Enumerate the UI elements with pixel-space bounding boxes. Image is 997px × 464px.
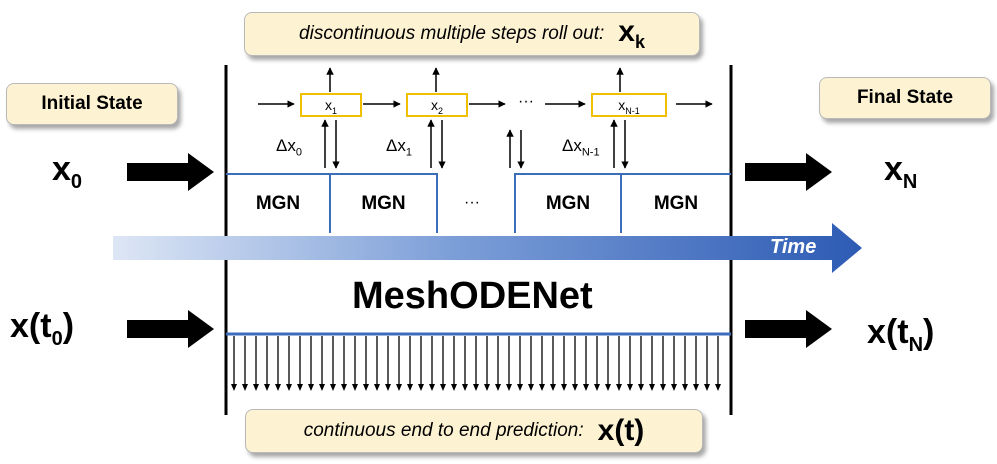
down-arrow-head-9 [330,384,336,391]
down-arrow-head-19 [440,384,446,391]
mgn-block-group [226,173,731,233]
down-arrow-head-13 [374,384,380,391]
down-arrow-head-15 [396,384,402,391]
output-arrow-xN [745,153,832,191]
down-arrow-head-18 [429,384,435,391]
time-arrow [113,223,862,273]
down-arrow-head-28 [539,384,545,391]
down-arrow-head-16 [407,384,413,391]
time-label: Time [770,236,817,258]
down-arrow-head-26 [517,384,523,391]
down-arrow-head-27 [528,384,534,391]
down-arrow-head-25 [506,384,512,391]
down-arrow-head-12 [363,384,369,391]
final-state-label: Final State [819,77,991,119]
delta-x0-label: Δx0 [276,136,302,159]
down-arrow-head-4 [275,384,281,391]
down-arrow-head-1 [242,384,248,391]
output-xtN: x(tN) [867,313,935,356]
down-arrow-head-0 [231,384,237,391]
continuous-callout-var: x(t) [597,414,645,447]
state-box-xN-1: xN-1 [591,93,667,117]
down-arrow-head-31 [572,384,578,391]
delta-xN-1-label: ΔxN-1 [562,136,600,159]
initial-state-label: Initial State [6,83,178,125]
state-box-x2: x2 [406,93,468,117]
down-arrow-head-43 [704,384,710,391]
down-arrow-head-14 [385,384,391,391]
rollout-callout-text: discontinuous multiple steps roll out: [299,23,605,44]
down-arrow-head-8 [319,384,325,391]
down-arrow-head-20 [451,384,457,391]
mgn-block-2: MGN [361,193,406,214]
down-arrow-head-24 [495,384,501,391]
rollout-callout-var: xk [618,15,645,52]
input-arrow-xt0 [127,310,214,348]
input-arrow-x0 [127,153,214,191]
output-arrow-xtN [745,310,832,348]
down-arrow-head-11 [352,384,358,391]
down-arrow-head-6 [297,384,303,391]
down-arrow-head-40 [671,384,677,391]
mgn-ellipsis: ··· [464,194,480,211]
down-arrow-head-34 [605,384,611,391]
input-xt0: x(t0) [10,307,75,350]
down-arrow-head-21 [462,384,468,391]
down-arrow-head-35 [616,384,622,391]
down-arrow-head-17 [418,384,424,391]
continuous-callout: continuous end to end prediction: x(t) [245,409,703,453]
down-arrow-head-7 [308,384,314,391]
down-arrow-head-10 [341,384,347,391]
down-arrow-head-33 [594,384,600,391]
down-arrow-head-41 [682,384,688,391]
down-arrow-head-30 [561,384,567,391]
delta-x1-label: Δx1 [386,136,412,159]
down-arrow-head-2 [253,384,259,391]
delta-arrows [321,119,629,169]
down-arrow-head-32 [583,384,589,391]
down-arrow-head-37 [638,384,644,391]
state-box-x1: x1 [300,93,362,117]
down-arrow-head-44 [715,384,721,391]
mgn-block-3: MGN [545,193,591,214]
down-arrow-head-3 [264,384,270,391]
output-xN: xN [884,150,918,193]
down-arrow-head-23 [484,384,490,391]
mgn-block-1: MGN [255,193,301,214]
rollout-callout: discontinuous multiple steps roll out: x… [244,12,700,56]
continuous-output-arrows [231,336,721,391]
meshodenet-title: MeshODENet [352,275,593,317]
down-arrow-head-39 [660,384,666,391]
mgn-block-4: MGN [653,193,699,214]
continuous-callout-text: continuous end to end prediction: [303,420,584,441]
down-arrow-head-42 [693,384,699,391]
down-arrow-head-38 [649,384,655,391]
input-x0: x0 [52,150,83,193]
state-up-arrows [326,67,624,92]
down-arrow-head-36 [627,384,633,391]
rollout-ellipsis: ··· [518,93,534,110]
down-arrow-head-5 [286,384,292,391]
down-arrow-head-29 [550,384,556,391]
down-arrow-head-22 [473,384,479,391]
